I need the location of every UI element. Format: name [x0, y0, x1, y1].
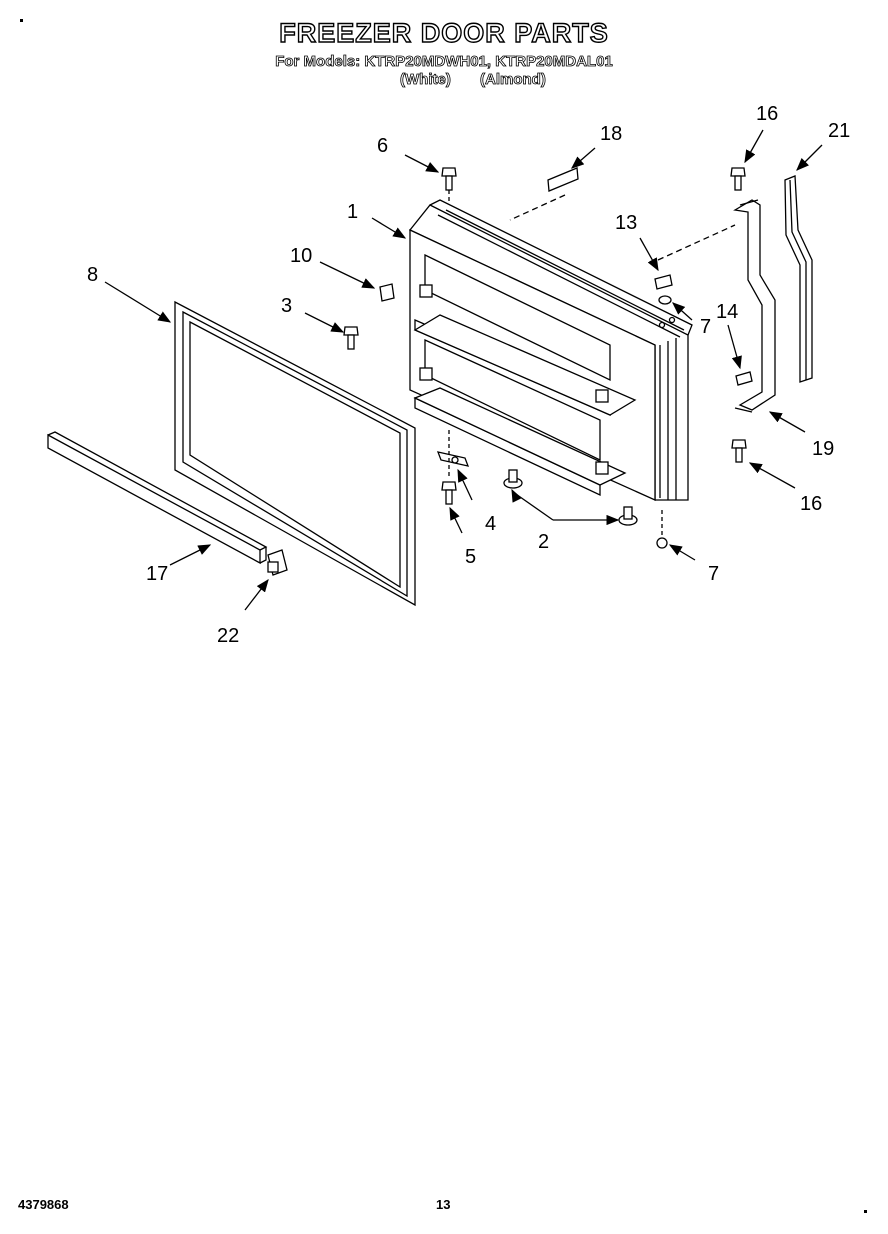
callout-5: 5 [465, 546, 476, 568]
door-gasket [174, 300, 416, 607]
block-part-10 [379, 283, 395, 302]
callout-13: 13 [615, 212, 637, 234]
callout-22: 22 [217, 625, 239, 647]
hinge-shim-part-14 [735, 371, 753, 386]
bumper-part-2-right [618, 506, 638, 526]
trim-end-cap [267, 549, 288, 576]
callout-7-bottom: 7 [708, 563, 719, 585]
plug-part-7-top [658, 295, 676, 329]
callout-arrows [104, 129, 823, 611]
callout-8: 8 [87, 264, 98, 286]
trim-strip [47, 431, 268, 565]
bumper-part-2-left [503, 469, 523, 489]
screw-part-16-top [730, 167, 746, 191]
model-numbers: For Models: KTRP20MDWH01, KTRP20MDAL01 [275, 53, 613, 71]
plate-part-4 [436, 451, 470, 467]
hinge-shim-part-13 [654, 274, 673, 290]
color-almond-label: (Almond) [480, 71, 547, 89]
document-number: 4379868 [18, 1197, 69, 1212]
callout-17: 17 [146, 563, 168, 585]
callout-21: 21 [828, 120, 850, 142]
callout-10: 10 [290, 245, 312, 267]
callout-14: 14 [716, 301, 738, 323]
handle-trim [784, 175, 813, 383]
corner-mark [20, 19, 23, 22]
screw-part-5 [441, 481, 457, 505]
screw-part-16-bottom [731, 439, 747, 463]
corner-mark [864, 1210, 867, 1213]
screw-part-3 [343, 326, 359, 350]
callout-19: 19 [812, 438, 834, 460]
callout-16-bottom: 16 [800, 493, 822, 515]
plug-part-7-bottom [656, 537, 668, 549]
door-handle [733, 199, 776, 413]
callout-4: 4 [485, 513, 496, 535]
callout-1: 1 [347, 201, 358, 223]
callout-7-top: 7 [700, 316, 711, 338]
callout-6: 6 [377, 135, 388, 157]
page-number: 13 [436, 1197, 451, 1212]
callout-18: 18 [600, 123, 622, 145]
screw-part-6 [441, 167, 457, 191]
color-white-label: (White) [400, 71, 452, 89]
callout-16-top: 16 [756, 103, 778, 125]
label-part-18 [547, 167, 579, 192]
door-panel [408, 199, 693, 502]
callout-2: 2 [538, 531, 549, 553]
page-title: FREEZER DOOR PARTS [279, 17, 609, 48]
callout-3: 3 [281, 295, 292, 317]
